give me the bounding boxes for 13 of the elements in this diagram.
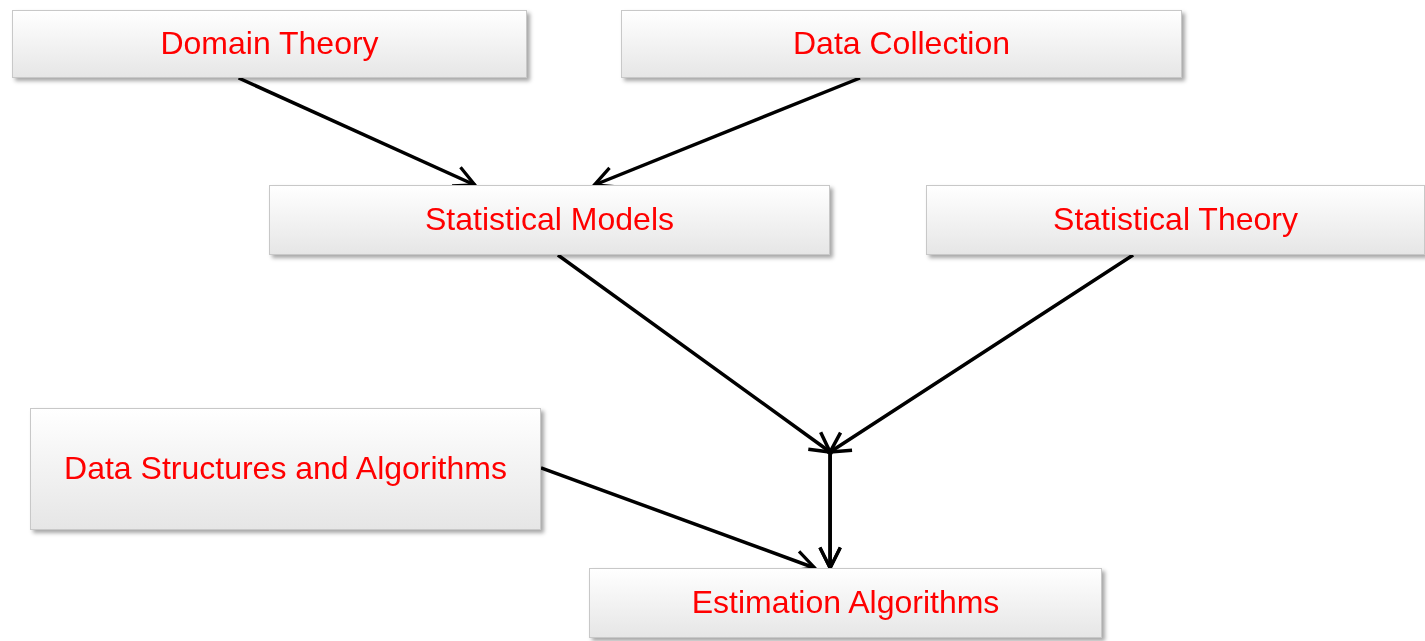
process-box (589, 568, 1102, 638)
arrow (818, 253, 1135, 570)
process-box (926, 185, 1425, 255)
box-label: Domain Theory (160, 24, 379, 64)
box-label: Estimation Algorithms (691, 583, 1000, 623)
process-box (621, 10, 1182, 78)
box-label: Data Collection (793, 24, 1010, 64)
box-label: Statistical Models (425, 200, 674, 240)
process-box (30, 408, 541, 530)
box-label: Statistical Theory (1053, 200, 1298, 240)
process-box (12, 10, 527, 78)
box-label: Data Structures and Algorithms (64, 449, 507, 489)
process-box (269, 185, 830, 255)
